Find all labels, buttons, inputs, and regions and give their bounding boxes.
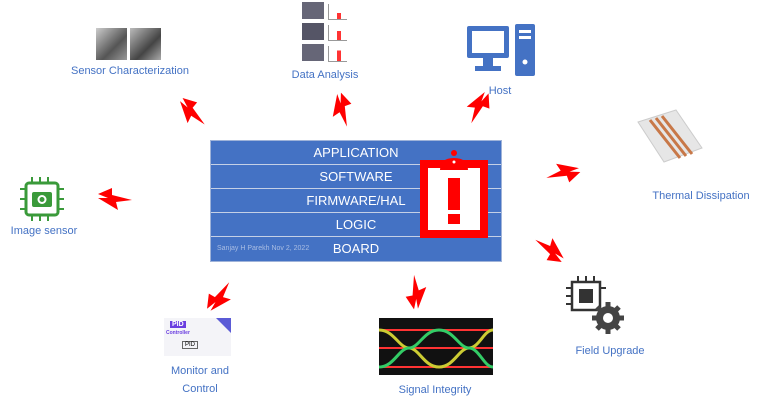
camera-chip-icon	[20, 177, 64, 221]
label-data-analysis: Data Analysis	[291, 69, 359, 81]
pid-box: PID	[182, 341, 199, 349]
lightning-bolt-icon	[542, 156, 583, 190]
layer-board-label: BOARD	[332, 241, 380, 256]
layer-application: APPLICATION	[211, 141, 501, 165]
clipboard-alert-icon	[420, 150, 488, 238]
lightning-bolt-icon	[529, 231, 570, 268]
pid-title: PID	[170, 321, 186, 328]
sensor-images	[96, 28, 162, 60]
desktop-computer-icon	[467, 24, 535, 76]
eye-diagram-image	[379, 318, 493, 375]
data-analysis-icon	[302, 2, 348, 62]
lightning-bolt-icon	[402, 273, 430, 311]
label-monitor-line2: Control	[182, 383, 218, 395]
chip-gear-icon	[566, 276, 624, 334]
lightning-bolt-icon	[172, 93, 213, 133]
label-signal-integrity: Signal Integrity	[398, 384, 472, 396]
layer-logic: LOGIC	[211, 213, 501, 237]
label-sensor-characterization: Sensor Characterization	[70, 65, 189, 77]
layer-software: SOFTWARE	[211, 165, 501, 189]
lightning-bolt-icon	[325, 90, 359, 131]
lightning-bolt-icon	[201, 276, 238, 317]
lightning-bolt-icon	[98, 188, 132, 210]
signature: Sanjay H Parekh Nov 2, 2022	[217, 245, 310, 252]
layer-firmware: FIRMWARE/HAL	[211, 189, 501, 213]
pid-controller-image: PID Controller PID	[164, 318, 231, 356]
heat-pipe-image	[637, 109, 703, 163]
label-monitor-line1: Monitor and	[170, 365, 230, 377]
label-field-upgrade: Field Upgrade	[575, 345, 645, 357]
label-host: Host	[488, 85, 512, 97]
label-image-sensor: Image sensor	[10, 225, 78, 237]
pid-subtitle: Controller	[166, 330, 190, 336]
layer-board: Sanjay H Parekh Nov 2, 2022 BOARD	[211, 237, 501, 260]
label-thermal-dissipation: Thermal Dissipation	[652, 190, 750, 202]
lightning-bolt-icon	[461, 87, 495, 128]
